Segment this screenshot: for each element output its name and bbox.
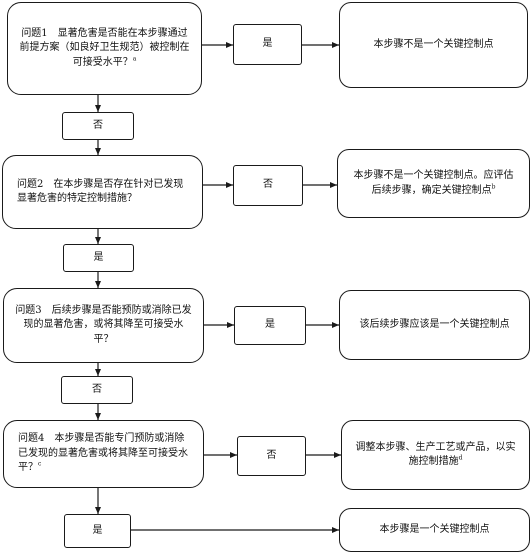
q4-no-label: 否 bbox=[266, 449, 277, 461]
q1-no-label: 否 bbox=[93, 119, 103, 131]
result-5-box: 本步骤是一个关键控制点 bbox=[339, 508, 530, 552]
q2-no-label: 否 bbox=[263, 179, 273, 191]
question-4-box: 问题4 本步骤是否能专门预防或消除已发现的显著危害或将其降至可接受水平？c bbox=[3, 420, 204, 488]
q1-yes-label: 是 bbox=[262, 38, 273, 50]
q1-yes-box: 是 bbox=[233, 24, 302, 65]
question-1-box: 问题1 显著危害是否能在本步骤通过前提方案（如良好卫生规范）被控制在可接受水平？… bbox=[7, 2, 202, 95]
question-4-text: 问题4 本步骤是否能专门预防或消除已发现的显著危害或将其降至可接受水平？ bbox=[18, 433, 188, 474]
q2-yes-label: 是 bbox=[93, 251, 104, 263]
note-b: b bbox=[491, 183, 496, 191]
q4-no-box: 否 bbox=[237, 436, 306, 476]
question-2-text: 问题2 在本步骤是否存在针对已发现显著危害的特定控制措施？ bbox=[17, 178, 184, 205]
note-c: c bbox=[38, 460, 42, 468]
question-3-box: 问题3 后续步骤是否能预防或消除已发现的显著危害，或将其降至可接受水平？ bbox=[3, 288, 204, 363]
result-4-box: 调整本步骤、生产工艺或产品，以实施控制措施d bbox=[341, 420, 530, 490]
q4-yes-box: 是 bbox=[64, 514, 131, 548]
note-d: d bbox=[458, 454, 463, 462]
question-2-box: 问题2 在本步骤是否存在针对已发现显著危害的特定控制措施？ bbox=[2, 155, 203, 229]
result-2-text: 本步骤不是一个关键控制点。应评估后续步骤，确定关键控制点 bbox=[353, 170, 514, 196]
q1-no-box: 否 bbox=[62, 112, 134, 140]
q3-yes-box: 是 bbox=[234, 306, 306, 345]
question-1-text: 问题1 显著危害是否能在本步骤通过前提方案（如良好卫生规范）被控制在可接受水平？ bbox=[19, 27, 190, 68]
q2-no-box: 否 bbox=[233, 165, 303, 206]
result-5-text: 本步骤是一个关键控制点 bbox=[379, 523, 490, 535]
result-2-box: 本步骤不是一个关键控制点。应评估后续步骤，确定关键控制点b bbox=[337, 149, 530, 218]
note-a: a bbox=[132, 55, 137, 63]
q3-yes-label: 是 bbox=[265, 319, 275, 331]
q3-no-label: 否 bbox=[92, 383, 102, 395]
result-1-text: 本步骤不是一个关键控制点 bbox=[373, 38, 494, 50]
q4-yes-label: 是 bbox=[92, 524, 103, 536]
question-3-text: 问题3 后续步骤是否能预防或消除已发现的显著危害，或将其降至可接受水平？ bbox=[15, 304, 192, 345]
q3-no-box: 否 bbox=[61, 376, 133, 404]
result-4-text: 调整本步骤、生产工艺或产品，以实施控制措施 bbox=[355, 441, 516, 468]
result-3-text: 该后续步骤应该是一个关键控制点 bbox=[359, 318, 510, 330]
result-1-box: 本步骤不是一个关键控制点 bbox=[339, 2, 528, 88]
result-3-box: 该后续步骤应该是一个关键控制点 bbox=[339, 290, 530, 360]
q2-yes-box: 是 bbox=[63, 244, 134, 272]
